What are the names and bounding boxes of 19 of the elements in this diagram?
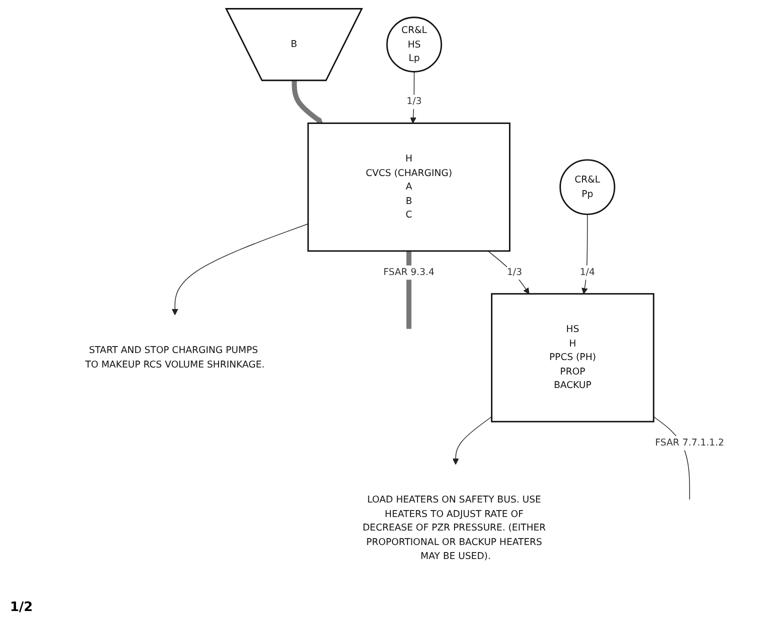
node-text: START AND STOP CHARGING PUMPS TO MAKEUP RCS VOLUME SHRINKAGE. (84, 344, 264, 370)
node-text: LOAD HEATERS ON SAFETY BUS. USE HEATERS TO ADJUST RATE OF DECREASE OF PZR PRESSURE. (EITHER PROPORTIONAL OR BACKUP HEATERS MAY BE USED). (362, 494, 546, 562)
arrow (452, 416, 492, 464)
arrow (171, 223, 308, 315)
edge-label: FSAR 7.7.1.1.2 (654, 436, 724, 448)
edge-label: 1/3 (406, 96, 422, 107)
arrow (291, 80, 323, 124)
arrow (487, 250, 529, 294)
node-circle: CR&L HS Lp (386, 16, 442, 72)
edge-label: 1/4 (579, 266, 594, 278)
node-box: H CVCS (CHARGING) A B C (306, 122, 510, 252)
edge-note: 1/2 (10, 600, 33, 615)
edge-label: FSAR 9.3.4 (382, 266, 434, 278)
node-box: HS H PPCS (PH) PROP BACKUP (490, 292, 654, 422)
connector (406, 250, 411, 328)
node-circle: CR&L Pp (558, 158, 615, 214)
arrow (410, 70, 416, 123)
edge-label: 1/3 (506, 266, 522, 278)
arrow (581, 213, 588, 294)
